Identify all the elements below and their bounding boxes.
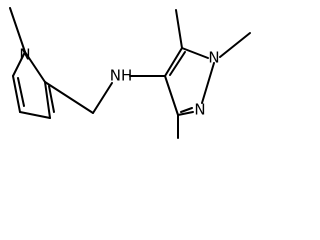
bond-ch2-nh [92,82,113,114]
bond-pyrrole-methyl [9,7,26,53]
bond-pyrrole-n-c5 [12,51,26,77]
bond-pyrrole-c5-c4 [12,75,21,113]
atom-label-pyrazole-n2: N [194,101,205,119]
atom-label-pyrazole-n1: N [208,49,219,67]
bond-pyrazole-n1-n2 [201,62,215,104]
bond-n1-methyl [219,32,251,58]
atom-label-pyrrole-n: N [19,46,30,64]
structure-diagram: N NH N N [9,7,251,139]
bond-pyrazole-double-inner-a [169,51,186,76]
bond-pyrrole-double-inner-b [48,85,55,113]
bond-ch2-linker [44,81,94,114]
bond-pyrrole-double-inner-a [17,77,25,107]
bond-c5-methyl [175,9,183,49]
bond-pyrrole-c3-c2 [44,81,51,119]
bond-pyrrole-c4-c3 [19,111,51,119]
bond-pyrrole-n-c2 [24,51,46,83]
bond-pyrazole-c4-c5 [164,47,183,77]
bond-pyrazole-c5-n1 [181,47,209,59]
molecule-drawing: N NH N N [9,7,251,139]
bond-pyrazole-n2-c3 [177,111,194,116]
bond-pyrazole-c3-c4 [164,75,179,116]
bond-pyrazole-double-inner-b [180,107,193,113]
atom-label-amine-nh: NH [110,67,133,85]
